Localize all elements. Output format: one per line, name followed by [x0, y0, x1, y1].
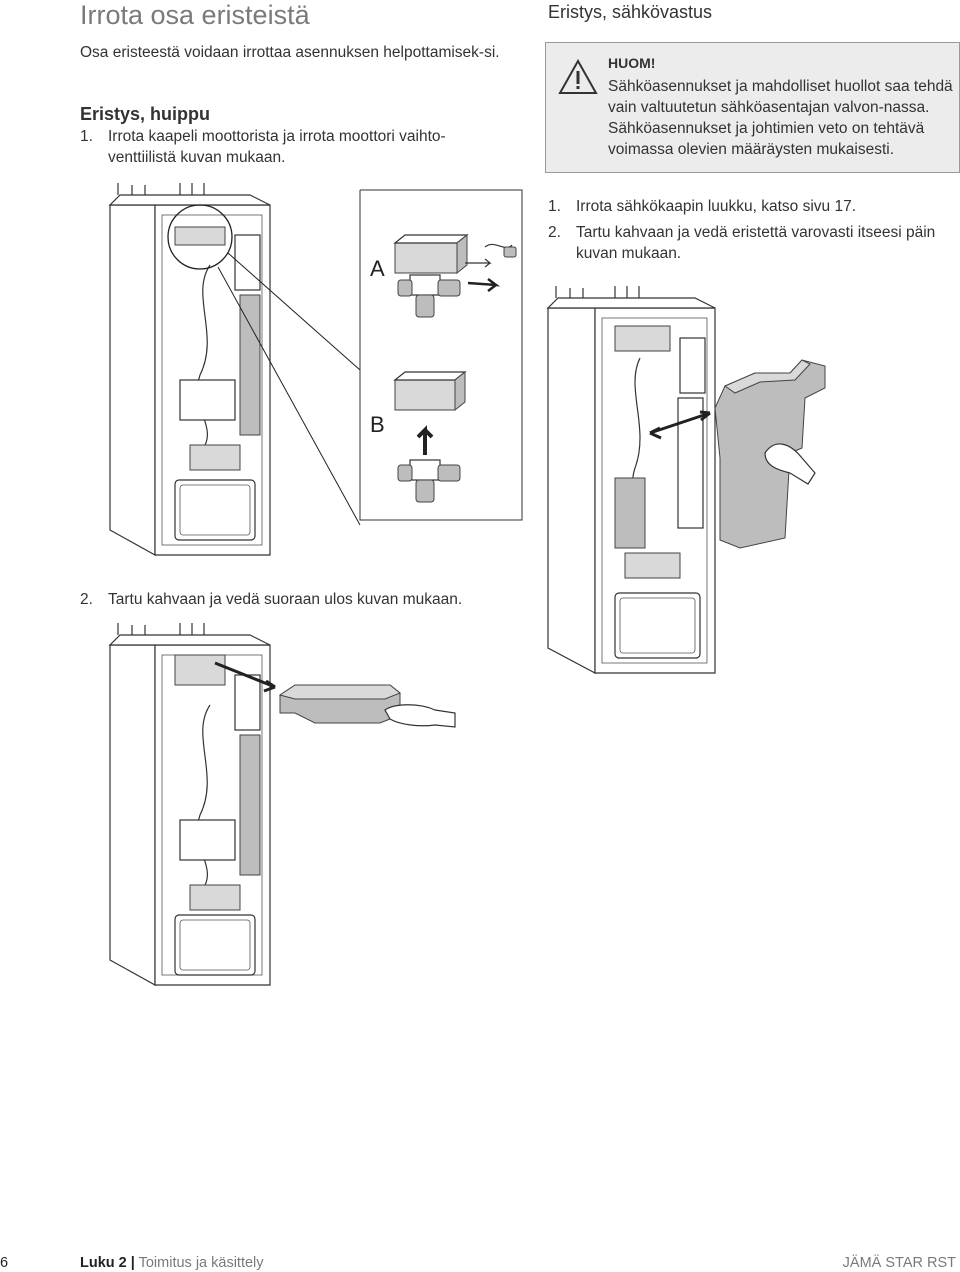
warning-label: HUOM! [608, 55, 656, 71]
highlight-circle [167, 204, 233, 270]
hand-illustration [764, 443, 816, 485]
warning-box: HUOM! Sähköasennukset ja mahdolliset huo… [545, 42, 960, 173]
subhead-electric-heater: Eristys, sähkövastus [548, 2, 713, 22]
step-number: 2. [548, 224, 561, 241]
step-right-2: 2. Tartu kahvaan ja vedä eristettä varova… [548, 222, 960, 264]
figure-top-insulation-removal [108, 623, 456, 987]
step-left-1: 1. Irrota kaapeli moottorista ja irrota m… [80, 126, 510, 168]
label-a: A [370, 256, 385, 281]
step-number: 2. [80, 591, 93, 608]
detail-frame [359, 189, 523, 521]
page-number: 6 [0, 1255, 9, 1271]
product-name: JÄMÄ STAR RST [842, 1255, 956, 1271]
step-right-1: 1. Irrota sähkökaapin luukku, katso sivu … [548, 196, 960, 217]
page-title: Irrota osa eristeistä [80, 0, 310, 30]
step-text: Tartu kahvaan ja vedä eristettä varovast… [576, 224, 936, 262]
step-left-2: 2. Tartu kahvaan ja vedä suoraan ulos kuv… [80, 589, 510, 610]
subhead-top-insulation: Eristys, huippu [80, 104, 211, 124]
step-text: Tartu kahvaan ja vedä suoraan ulos kuvan… [108, 591, 463, 608]
figure-heater-insulation-removal [546, 286, 826, 674]
label-b: B [370, 412, 385, 437]
heat-pump-unit-illustration [108, 183, 271, 557]
chapter-title: Toimitus ja käsittely [138, 1255, 264, 1271]
intro-text: Osa eristeestä voidaan irrottaa asennuks… [80, 44, 500, 61]
insulation-piece-illustration [278, 684, 401, 724]
warning-text: Sähköasennukset ja mahdolliset huollot s… [608, 78, 953, 158]
heat-pump-unit-illustration [108, 623, 271, 987]
hand-illustration [384, 704, 456, 728]
chapter-label: Luku 2 [80, 1255, 127, 1271]
heat-pump-unit-illustration [546, 286, 716, 674]
footer-chapter: Luku 2 | Toimitus ja käsittely [80, 1255, 264, 1271]
step-text: Irrota kaapeli moottorista ja irrota moo… [108, 128, 446, 166]
step-number: 1. [80, 128, 93, 145]
warning-triangle-icon [558, 59, 598, 94]
pull-arrow [649, 410, 711, 440]
valve-motor-removed-illustration [393, 370, 467, 503]
valve-motor-detached-illustration [393, 233, 517, 318]
figure-unit-valve-motor [108, 183, 523, 557]
step-number: 1. [548, 198, 561, 215]
pull-arrow [214, 661, 276, 693]
step-text: Irrota sähkökaapin luukku, katso sivu 17… [576, 198, 857, 215]
chapter-separator: | [130, 1255, 135, 1271]
